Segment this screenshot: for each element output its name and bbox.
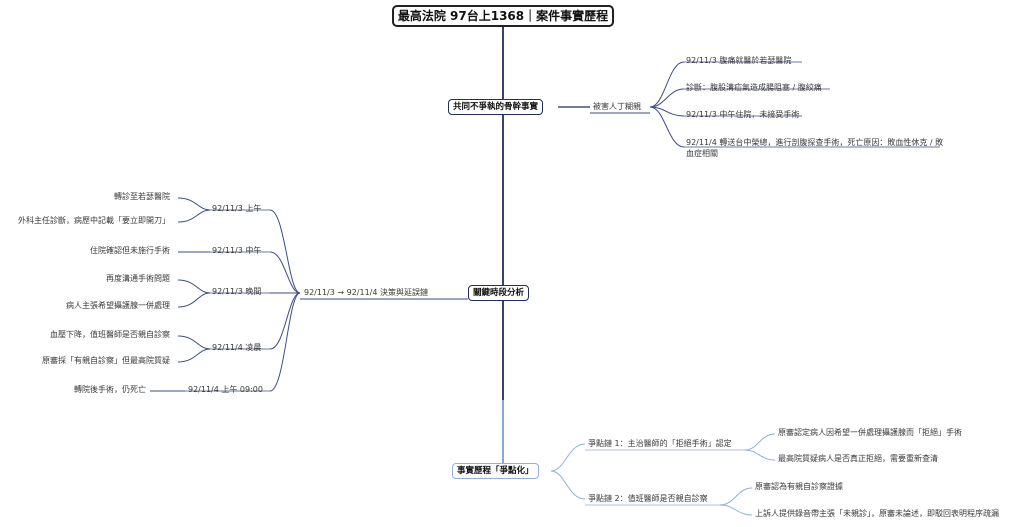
group-b-2[interactable]: 92/11/3 中午 — [212, 246, 262, 255]
leaf-a-1[interactable]: 92/11/3 腹痛就醫於若瑟醫院 — [686, 56, 792, 65]
leaf-c-1-1[interactable]: 原審認定病人因希望一併處理攝護腺而「拒絕」手術 — [778, 428, 962, 437]
leaf-b-1-2[interactable]: 外科主任診斷，病歷中記載「要立即開刀」 — [18, 216, 170, 225]
leaf-a-2[interactable]: 診斷：腹股溝疝氣造成腸阻塞 / 腹絞痛 — [686, 83, 822, 92]
leaf-b-4-1[interactable]: 血壓下降，值班醫師是否親自診察 — [50, 330, 170, 339]
leaf-c-2-2[interactable]: 上訴人提供錄音帶主張「未親診」，原審未論述，即駁回表明程序疏漏 — [755, 509, 999, 518]
leaf-b-3-2[interactable]: 病人主張希望攝護腺一併處理 — [66, 301, 170, 310]
leaf-a-3[interactable]: 92/11/3 中午住院，未接受手術 — [686, 110, 800, 119]
root-title[interactable]: 最高法院 97台上1368｜案件事實歷程 — [392, 5, 614, 27]
leaf-b-4-2[interactable]: 原審採「有親自診察」但最高院質疑 — [42, 356, 170, 365]
issue-c-2[interactable]: 爭點鏈 2：值班醫師是否親自診察 — [588, 494, 708, 503]
topic-critical-period[interactable]: 關鍵時段分析 — [468, 285, 530, 301]
leaf-b-1-1[interactable]: 轉診至若瑟醫院 — [114, 192, 170, 201]
branch-a-subtopic[interactable]: 被害人丁糊親 — [593, 102, 641, 111]
group-b-1[interactable]: 92/11/3 上午 — [212, 204, 262, 213]
leaf-c-1-2[interactable]: 最高院質疑病人是否真正拒絕，需要重新查清 — [778, 454, 938, 463]
leaf-b-3-1[interactable]: 再度溝通手術問題 — [106, 274, 170, 283]
topic-issue-framing[interactable]: 事實歷程「爭點化」 — [452, 463, 539, 479]
topic-shared-facts[interactable]: 共同不爭執的骨幹事實 — [448, 99, 544, 115]
leaf-a-4[interactable]: 92/11/4 轉送台中榮總，進行剖腹探查手術，死亡原因：敗血性休克 / 敗血症… — [686, 138, 944, 158]
leaf-b-2-1[interactable]: 住院確認但未施行手術 — [90, 246, 170, 255]
group-b-3[interactable]: 92/11/3 晚間 — [212, 287, 262, 296]
branch-b-subtopic[interactable]: 92/11/3 → 92/11/4 決策與延誤鏈 — [304, 288, 429, 297]
leaf-c-2-1[interactable]: 原審認為有親自診察證據 — [755, 482, 843, 491]
leaf-b-5-1[interactable]: 轉院後手術，仍死亡 — [74, 385, 146, 394]
group-b-5[interactable]: 92/11/4 上午 09:00 — [188, 385, 263, 394]
issue-c-1[interactable]: 爭點鏈 1：主治醫師的「拒絕手術」認定 — [588, 439, 732, 448]
group-b-4[interactable]: 92/11/4 凌晨 — [212, 343, 262, 352]
